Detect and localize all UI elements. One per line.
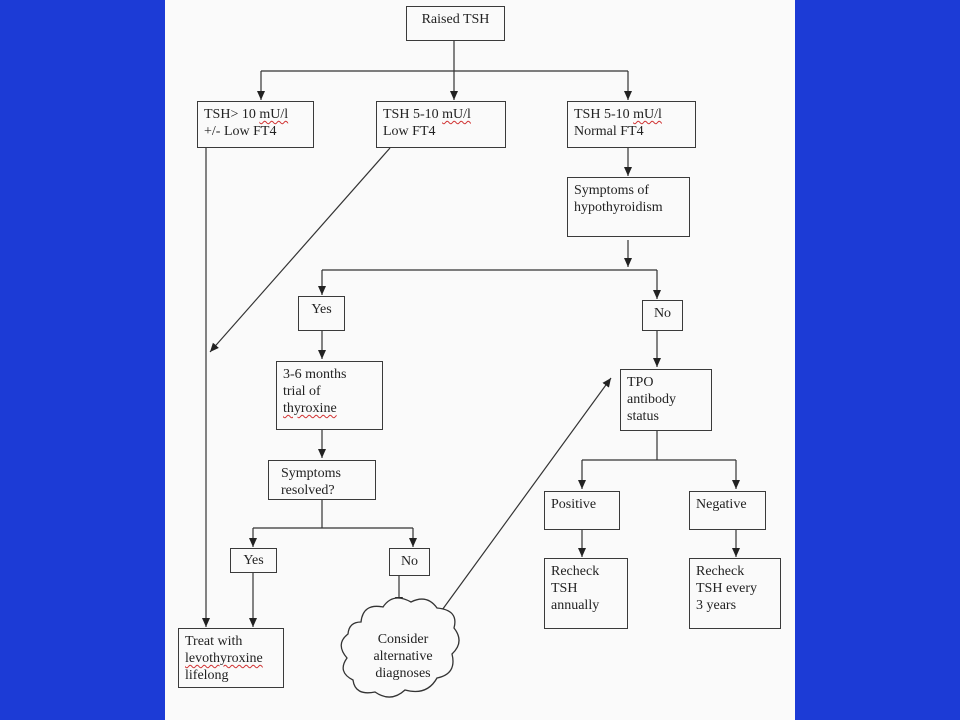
tsh-low-line1: TSH 5-10 <box>383 107 443 122</box>
recheck-3y-line2: TSH every <box>696 581 758 596</box>
resolved-line2: resolved? <box>281 483 335 498</box>
recheck-annual-line2: TSH <box>551 581 578 596</box>
yes2-label: Yes <box>243 553 264 568</box>
trial-line1: 3-6 months <box>283 367 347 382</box>
positive-label: Positive <box>551 497 597 512</box>
raised-tsh-box: Raised TSH <box>406 6 505 41</box>
recheck-annual-line3: annually <box>551 598 600 613</box>
treat-box: Treat with levothyroxine lifelong <box>178 628 284 688</box>
tsh-low-line2: Low FT4 <box>383 124 436 139</box>
no1-box: No <box>642 300 683 331</box>
tsh-low-ft4-box: TSH 5-10 mU/l Low FT4 <box>376 101 506 148</box>
negative-label: Negative <box>696 497 747 512</box>
flowchart-slide: Raised TSH TSH> 10 mU/l +/- Low FT4 TSH … <box>165 0 795 720</box>
tpo-line2: antibody <box>627 392 676 407</box>
trial-box: 3-6 months trial of thyroxine <box>276 361 383 430</box>
tpo-line1: TPO <box>627 375 654 390</box>
symptoms-box: Symptoms of hypothyroidism <box>567 177 690 237</box>
tpo-line3: status <box>627 409 659 424</box>
raised-tsh-label: Raised TSH <box>421 12 490 27</box>
tsh-normal-ft4-box: TSH 5-10 mU/l Normal FT4 <box>567 101 696 148</box>
symptoms-line2: hypothyroidism <box>574 200 663 215</box>
no2-box: No <box>389 548 430 576</box>
trial-line2: trial of <box>283 384 321 399</box>
consider-line2: alternative <box>373 649 433 664</box>
recheck-annual-line1: Recheck <box>551 564 600 579</box>
treat-line1: Treat with <box>185 634 243 649</box>
tpo-box: TPO antibody status <box>620 369 712 431</box>
tsh-normal-line2: Normal FT4 <box>574 124 644 139</box>
arrow-consider-to-tpo <box>436 377 612 618</box>
tsh-gt10-line2: +/- Low FT4 <box>204 124 277 139</box>
flowchart-connectors <box>202 41 740 698</box>
recheck-3y-box: Recheck TSH every 3 years <box>689 558 781 629</box>
no2-label: No <box>400 554 419 569</box>
symptoms-resolved-box: Symptoms resolved? <box>268 460 376 500</box>
cloud-shape <box>340 597 460 698</box>
symptoms-line1: Symptoms of <box>574 183 650 198</box>
yes1-box: Yes <box>298 296 345 331</box>
consider-line3: diagnoses <box>375 666 431 681</box>
yes2-box: Yes <box>230 548 277 573</box>
negative-box: Negative <box>689 491 766 530</box>
trial-line3: thyroxine <box>283 401 337 416</box>
yes1-label: Yes <box>311 302 332 317</box>
recheck-annual-box: Recheck TSH annually <box>544 558 628 629</box>
positive-box: Positive <box>544 491 620 530</box>
recheck-3y-line3: 3 years <box>696 598 737 613</box>
tsh-gt10-unit: mU/l <box>259 107 289 122</box>
treat-line3: lifelong <box>185 668 229 683</box>
consider-text: Consider alternative diagnoses <box>357 631 449 682</box>
tsh-gt10-box: TSH> 10 mU/l +/- Low FT4 <box>197 101 314 148</box>
tsh-normal-unit: mU/l <box>633 107 662 122</box>
treat-line2: levothyroxine <box>185 651 263 666</box>
resolved-line1: Symptoms <box>281 466 341 481</box>
tsh-low-unit: mU/l <box>442 107 471 122</box>
recheck-3y-line1: Recheck <box>696 564 745 579</box>
tsh-gt10-line1: TSH> 10 <box>204 107 260 122</box>
consider-line1: Consider <box>377 632 429 647</box>
tsh-normal-line1: TSH 5-10 <box>574 107 634 122</box>
no1-label: No <box>653 306 672 321</box>
arrow-low-to-treat-line <box>209 147 391 353</box>
